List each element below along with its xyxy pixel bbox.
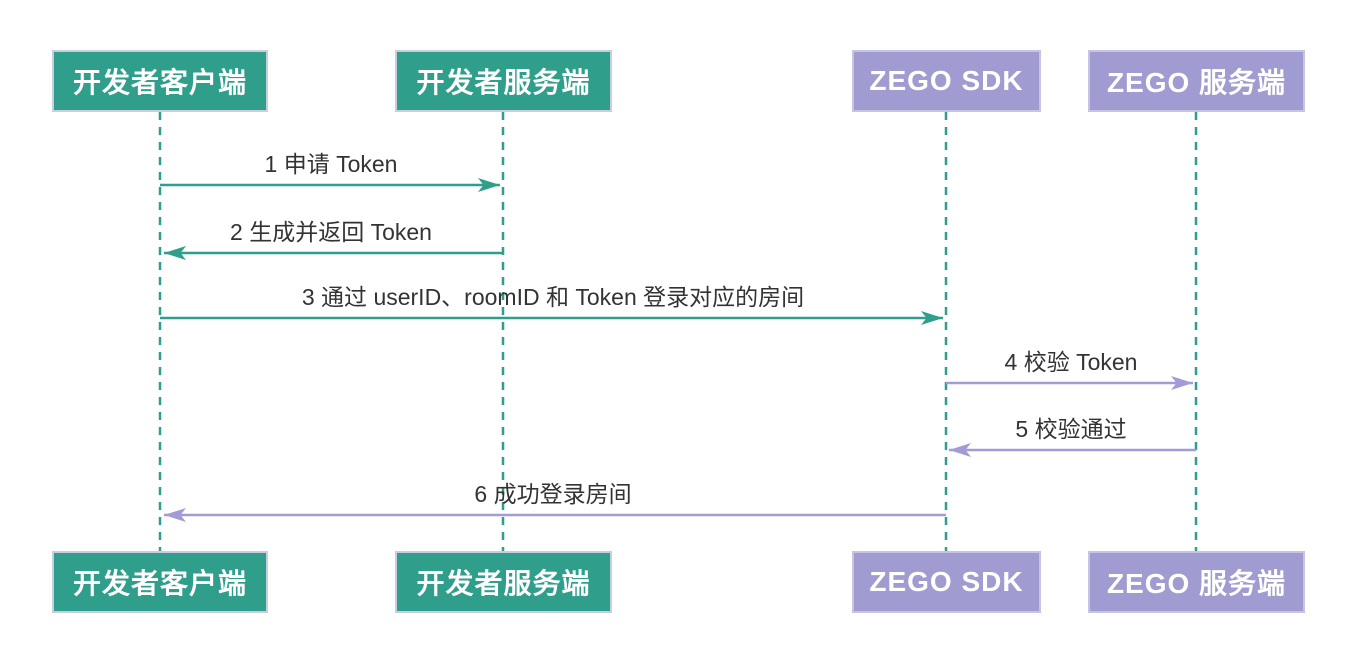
- message-1-label: 1 申请 Token: [264, 151, 398, 177]
- actor-bottom-dev-server: 开发者服务端: [395, 551, 612, 613]
- actor-bottom-dev-client: 开发者客户端: [52, 551, 268, 613]
- message-5-label: 5 校验通过: [1015, 416, 1127, 442]
- actor-top-zego-server: ZEGO 服务端: [1088, 50, 1305, 112]
- actor-top-dev-client: 开发者客户端: [52, 50, 268, 112]
- actor-bottom-zego-server: ZEGO 服务端: [1088, 551, 1305, 613]
- actor-top-dev-server: 开发者服务端: [395, 50, 612, 112]
- message-3-label: 3 通过 userID、roomID 和 Token 登录对应的房间: [301, 284, 805, 310]
- message-6-label: 6 成功登录房间: [474, 481, 632, 507]
- message-2-label: 2 生成并返回 Token: [230, 219, 432, 245]
- actor-bottom-zego-sdk: ZEGO SDK: [852, 551, 1041, 613]
- message-4-label: 4 校验 Token: [1004, 349, 1138, 375]
- actor-top-zego-sdk: ZEGO SDK: [852, 50, 1041, 112]
